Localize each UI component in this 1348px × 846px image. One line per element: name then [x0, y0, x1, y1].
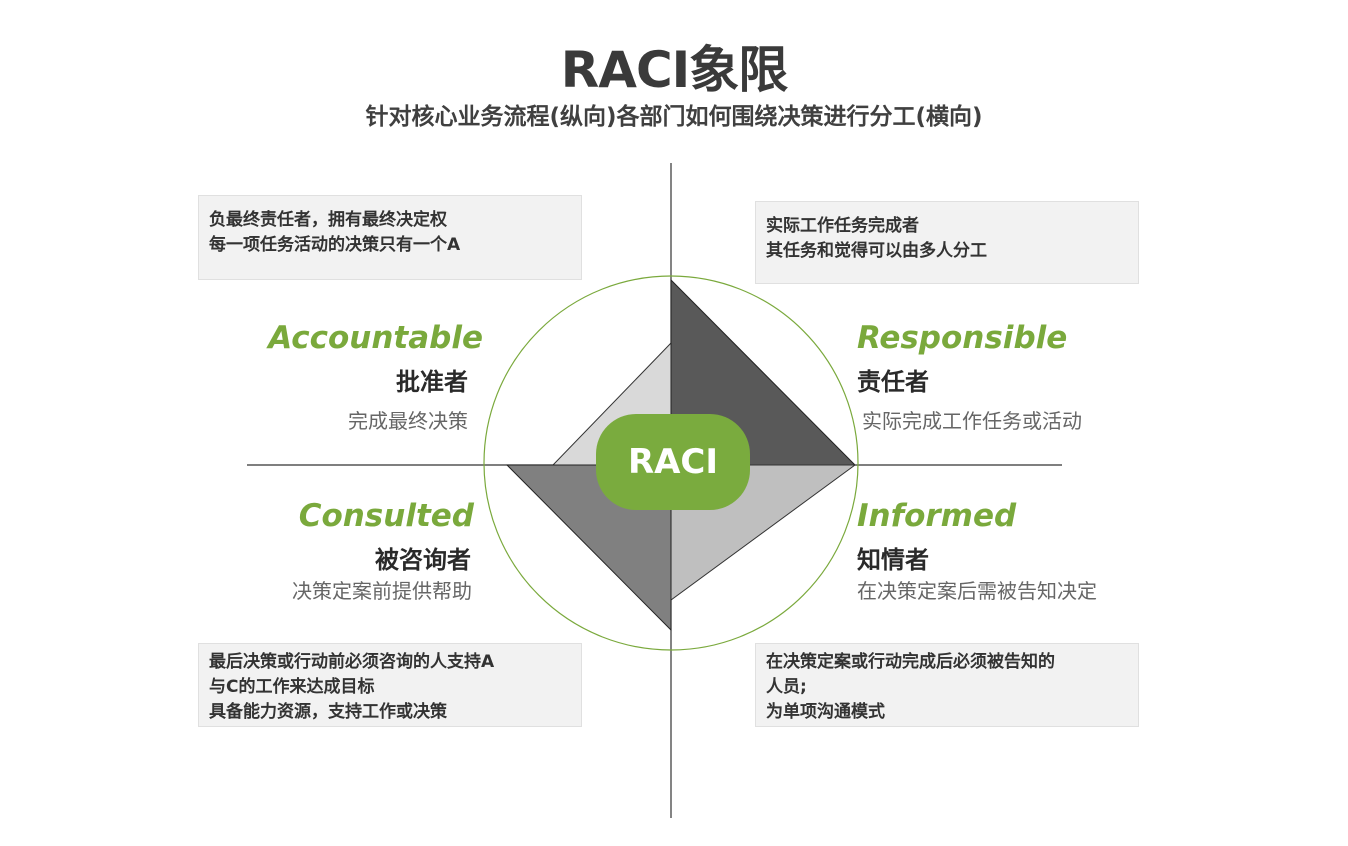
responsible-desc: 实际完成工作任务或活动 [862, 409, 1082, 433]
responsible-title-cn: 责任者 [857, 368, 929, 396]
informed-desc: 在决策定案后需被告知决定 [857, 579, 1097, 603]
accountable-title-cn: 批准者 [396, 368, 468, 396]
accountable-note-box: 负最终责任者，拥有最终决定权 每一项任务活动的决策只有一个A [198, 195, 582, 280]
consulted-title-en: Consulted [298, 498, 474, 534]
accountable-desc: 完成最终决策 [348, 409, 468, 433]
page-title: RACI象限 [560, 41, 789, 99]
outer-circle [483, 275, 859, 651]
consulted-note-box: 最后决策或行动前必须咨询的人支持A 与C的工作来达成目标 具备能力资源，支持工作… [198, 643, 582, 727]
consulted-desc: 决策定案前提供帮助 [292, 579, 472, 603]
page-subtitle: 针对核心业务流程(纵向)各部门如何围绕决策进行分工(横向) [365, 104, 983, 130]
responsible-title-en: Responsible [857, 320, 1068, 356]
consulted-title-cn: 被咨询者 [375, 546, 471, 574]
raci-center-badge: RACI [596, 414, 750, 510]
responsible-note-box: 实际工作任务完成者 其任务和觉得可以由多人分工 [755, 201, 1139, 284]
informed-title-cn: 知情者 [857, 546, 929, 574]
informed-title-en: Informed [857, 498, 1017, 534]
informed-note-box: 在决策定案或行动完成后必须被告知的 人员; 为单项沟通模式 [755, 643, 1139, 727]
accountable-title-en: Accountable [268, 320, 483, 356]
